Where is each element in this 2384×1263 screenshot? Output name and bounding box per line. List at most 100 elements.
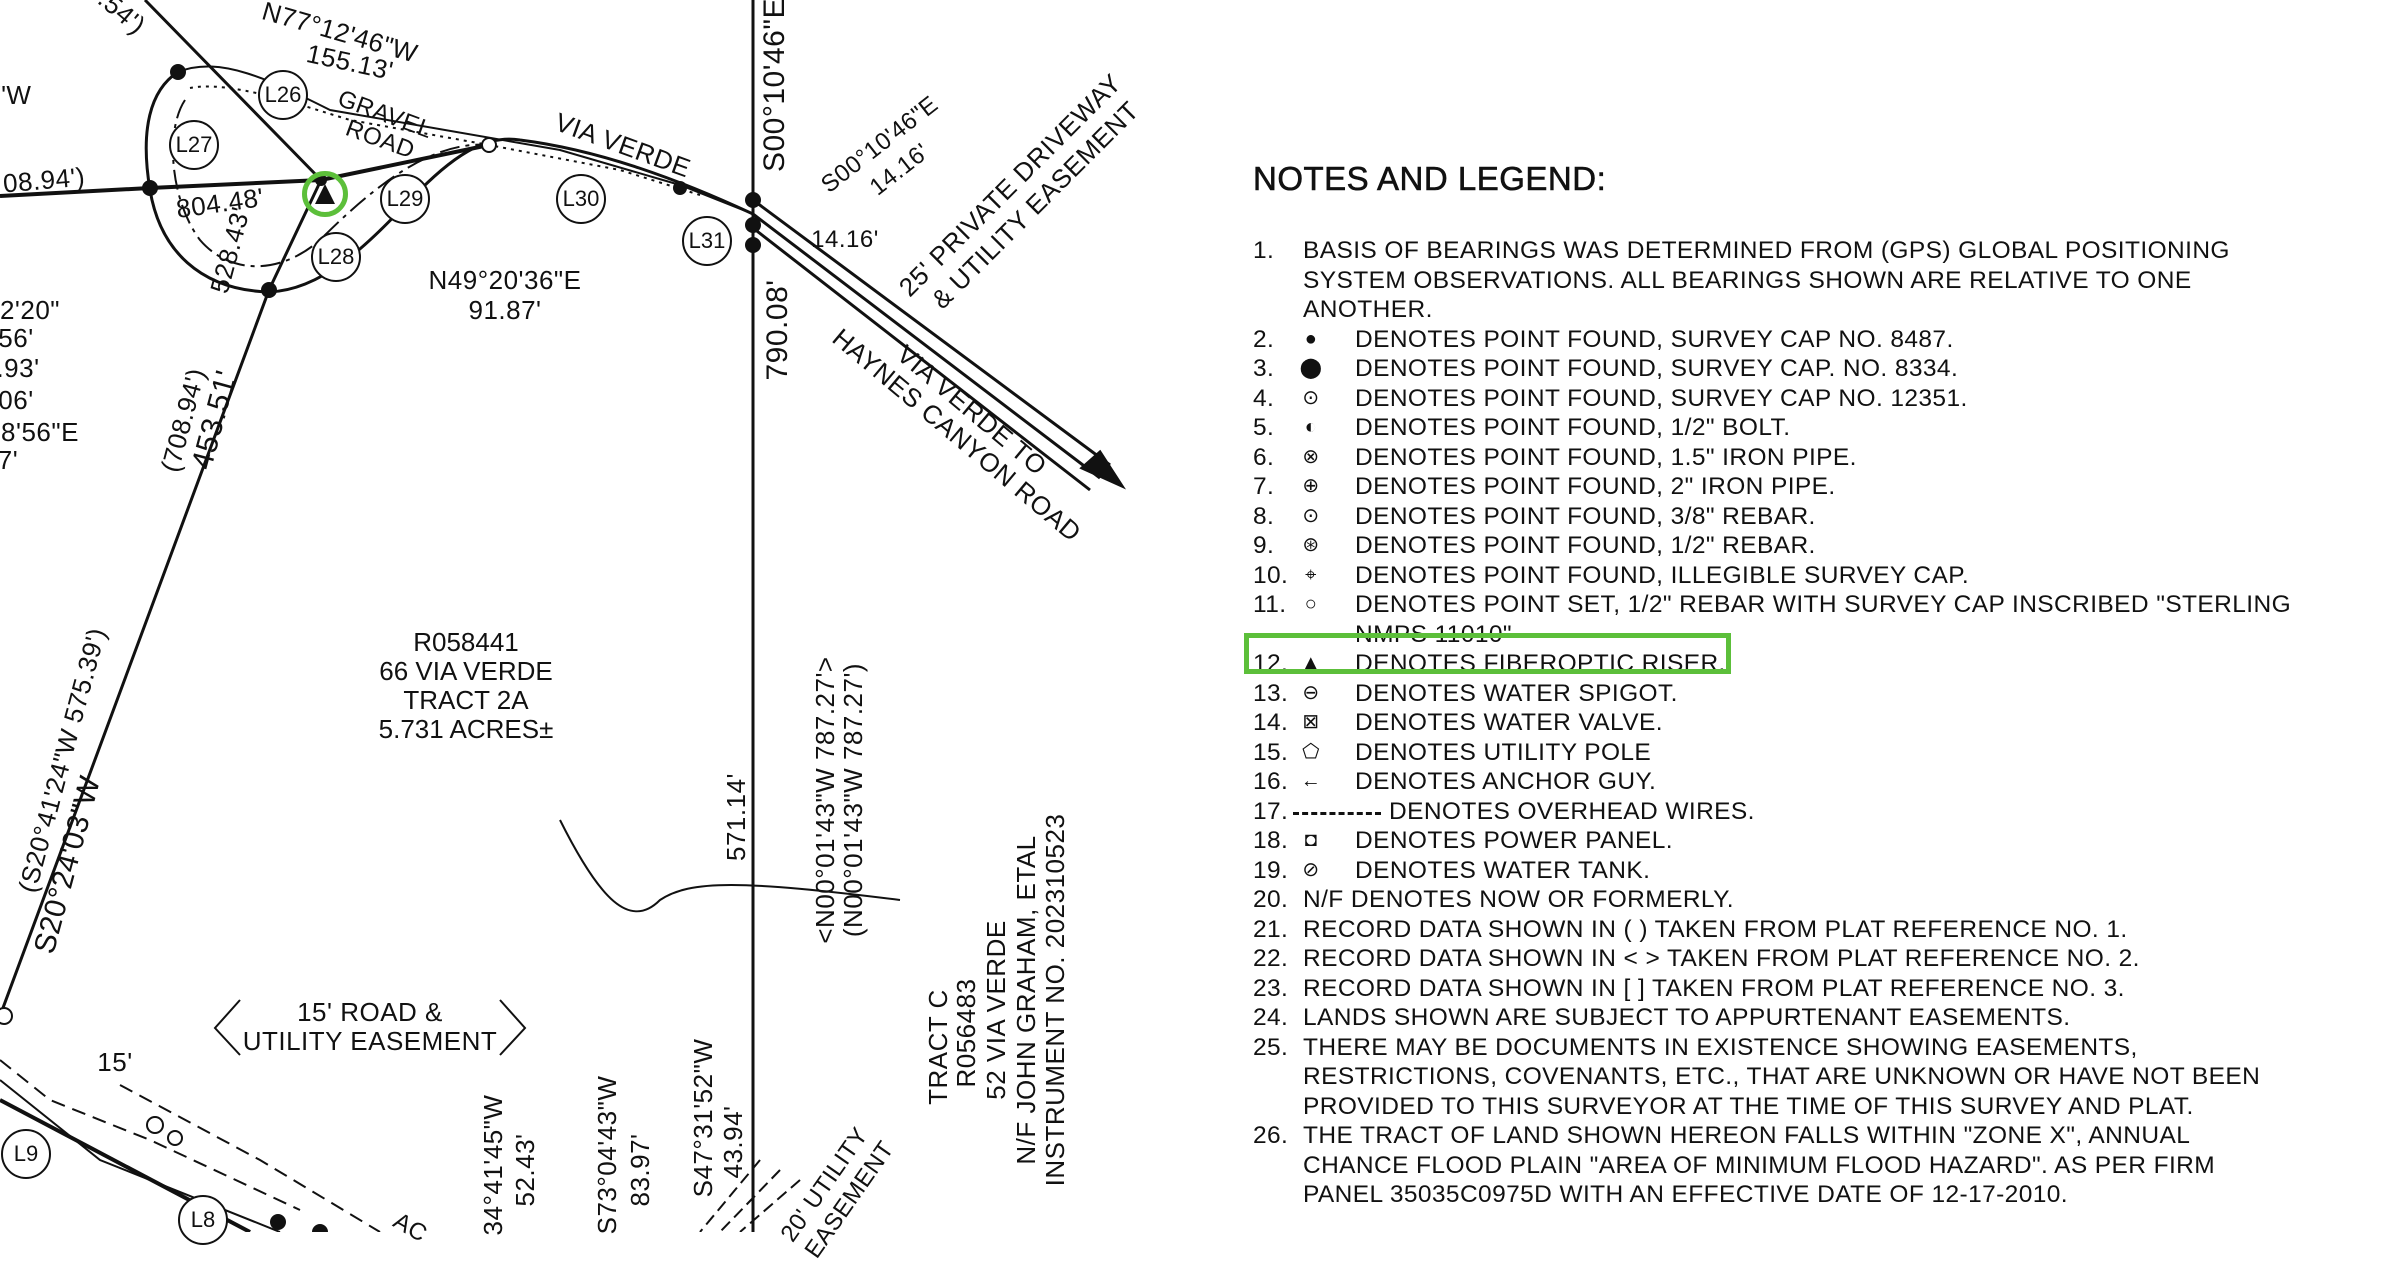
notes-list: 1. BASIS OF BEARINGS WAS DETERMINED FROM …	[1253, 236, 2373, 1210]
curve-label: 7'	[0, 445, 19, 475]
a-circle-icon: ⊙	[1302, 386, 1320, 409]
note-number	[1253, 1092, 1303, 1122]
note-number: 10.	[1253, 561, 1289, 589]
utility-pole-marker	[167, 1130, 183, 1146]
set-points	[0, 137, 497, 1146]
boundary-line-w	[0, 143, 490, 198]
note-item-continuation: RESTRICTIONS, COVENANTS, ETC., THAT ARE …	[1253, 1062, 2373, 1092]
note-item: 21.RECORD DATA SHOWN IN ( ) TAKEN FROM P…	[1253, 915, 2373, 945]
easement-bracket	[213, 999, 527, 1056]
driveway-arrow	[1079, 449, 1127, 490]
note-text: PROVIDED TO THIS SURVEYOR AT THE TIME OF…	[1303, 1092, 2194, 1120]
note-item: 22.RECORD DATA SHOWN IN < > TAKEN FROM P…	[1253, 944, 2373, 974]
plat-drawing: .54') N77°12'46"W 155.13' "W 08.94') GRA…	[0, 0, 1200, 1263]
point-found-marker	[745, 237, 761, 253]
note-text: ANOTHER.	[1303, 296, 1433, 323]
distance-label: 08.94')	[1, 161, 87, 199]
note-item: 15.⬠DENOTES UTILITY POLE	[1253, 738, 2373, 768]
note-item: 4.⊙DENOTES POINT FOUND, SURVEY CAP NO. 1…	[1253, 384, 2373, 414]
note-number	[1253, 295, 1303, 325]
note-text: RECORD DATA SHOWN IN [ ] TAKEN FROM PLAT…	[1303, 974, 2125, 1002]
neighbor-instrument: INSTRUMENT NO. 202310523	[1040, 813, 1070, 1187]
note-number	[1253, 1151, 1303, 1181]
distance-label: 790.08'	[761, 279, 794, 381]
notes-title: NOTES AND LEGEND:	[1253, 160, 1607, 198]
note-text: DENOTES POINT FOUND, ILLEGIBLE SURVEY CA…	[1355, 561, 1970, 589]
distance-label: 83.97'	[625, 1133, 655, 1207]
curve-label: 56'	[0, 323, 34, 353]
line-label-l26: L26	[258, 70, 308, 120]
note-text: CHANCE FLOOD PLAIN "AREA OF MINIMUM FLOO…	[1303, 1151, 2216, 1179]
line-label-l8: L8	[178, 1195, 228, 1245]
neighbor-tract: TRACT C	[923, 989, 953, 1105]
note-item: 7.⊕DENOTES POINT FOUND, 2" IRON PIPE.	[1253, 472, 2373, 502]
note-number: 2.	[1253, 325, 1275, 353]
triangle-icon: ▲	[1300, 652, 1322, 674]
note-number: 21.	[1253, 915, 1289, 943]
boundary-line-nw	[143, 0, 323, 182]
note-item: 13.⊖DENOTES WATER SPIGOT.	[1253, 679, 2373, 709]
line-label-l31: L31	[682, 216, 732, 266]
note-number: 14.	[1253, 709, 1289, 736]
note-number: 8.	[1253, 502, 1275, 530]
note-number: 24.	[1253, 1004, 1289, 1031]
note-item-continuation: SYSTEM OBSERVATIONS. ALL BEARINGS SHOWN …	[1253, 266, 2373, 296]
road-easement-dashed-3	[119, 1084, 381, 1232]
distance-label: 52.43'	[510, 1133, 540, 1207]
note-item: 23.RECORD DATA SHOWN IN [ ] TAKEN FROM P…	[1253, 974, 2373, 1004]
line-label-l28: L28	[311, 232, 361, 282]
note-text: RESTRICTIONS, COVENANTS, ETC., THAT ARE …	[1303, 1063, 2261, 1090]
driveway-line-3	[752, 226, 1091, 492]
point-set-marker	[481, 137, 497, 153]
distance-label: 14.16'	[811, 226, 879, 253]
note-item: 20. N/F DENOTES NOW OR FORMERLY.	[1253, 885, 2373, 915]
note-text: DENOTES WATER VALVE.	[1355, 709, 1663, 736]
note-item-continuation: ANOTHER.	[1253, 295, 2373, 325]
driveway-line-1	[752, 198, 1111, 467]
note-item-continuation: PANEL 35035C0975D WITH AN EFFECTIVE DATE…	[1253, 1180, 2373, 1210]
note-item: 26.THE TRACT OF LAND SHOWN HEREON FALLS …	[1253, 1121, 2373, 1151]
note-text: DENOTES POINT FOUND, 1/2" REBAR.	[1355, 532, 1816, 559]
curve-label: 8'56"E	[1, 417, 79, 447]
note-number: 19.	[1253, 856, 1289, 884]
note-item-continuation: PROVIDED TO THIS SURVEYOR AT THE TIME OF…	[1253, 1092, 2373, 1122]
note-item: 5.◐DENOTES POINT FOUND, 1/2" BOLT.	[1253, 413, 2373, 443]
note-number: 26.	[1253, 1122, 1289, 1149]
note-item: 10.⌖DENOTES POINT FOUND, ILLEGIBLE SURVE…	[1253, 561, 2373, 591]
note-text: N/F DENOTES NOW OR FORMERLY.	[1303, 886, 1734, 913]
note-text: BASIS OF BEARINGS WAS DETERMINED FROM (G…	[1303, 237, 2230, 264]
note-text: DENOTES POWER PANEL.	[1355, 827, 1673, 854]
line-label-l30: L30	[556, 174, 606, 224]
tract-parcel: R058441	[413, 627, 519, 657]
note-text: DENOTES ANCHOR GUY.	[1355, 768, 1657, 795]
note-text: PANEL 35035C0975D WITH AN EFFECTIVE DATE…	[1303, 1181, 2068, 1208]
filled-circle-icon: ●	[1304, 327, 1318, 350]
note-text: DENOTES WATER TANK.	[1355, 856, 1651, 884]
neighbor-parcel: R056483	[951, 978, 981, 1088]
note-number: 20.	[1253, 886, 1289, 913]
power-panel-icon: ◘	[1304, 829, 1318, 851]
note-number: 16.	[1253, 768, 1289, 795]
x-circle-icon: ⊗	[1302, 445, 1320, 468]
spigot-icon: ⊖	[1302, 681, 1320, 704]
note-text: DENOTES POINT FOUND, 3/8" REBAR.	[1355, 502, 1816, 530]
bearing-label: (N00°01'43"W 787.27')	[838, 662, 868, 938]
note-number: 1.	[1253, 237, 1275, 264]
note-item: 14.⊠DENOTES WATER VALVE.	[1253, 708, 2373, 738]
note-text: DENOTES POINT FOUND, SURVEY CAP NO. 8487…	[1355, 325, 1954, 353]
bearing-label: N49°20'36"E	[428, 265, 582, 295]
open-circle-icon: ○	[1304, 593, 1318, 615]
arrow-left-icon: ←	[1300, 770, 1322, 792]
note-text: DENOTES POINT FOUND, 1/2" BOLT.	[1355, 414, 1791, 441]
note-item: 2. ● DENOTES POINT FOUND, SURVEY CAP NO. 8…	[1253, 325, 2373, 355]
note-item: 18.◘DENOTES POWER PANEL.	[1253, 826, 2373, 856]
bearing-label: S00°10'46"E	[758, 0, 791, 173]
note-text: DENOTES POINT FOUND, 1.5" IRON PIPE.	[1355, 443, 1857, 471]
tract-acres: 5.731 ACRES±	[378, 714, 554, 744]
dashed-line-icon	[1293, 797, 1381, 827]
driveway-line-2	[752, 212, 1101, 480]
line-label-l9: L9	[1, 1129, 51, 1179]
curve-label: .93'	[0, 353, 40, 383]
note-text: RECORD DATA SHOWN IN < > TAKEN FROM PLAT…	[1303, 945, 2140, 972]
bearing-label: S47°31'52"W	[688, 1038, 718, 1198]
